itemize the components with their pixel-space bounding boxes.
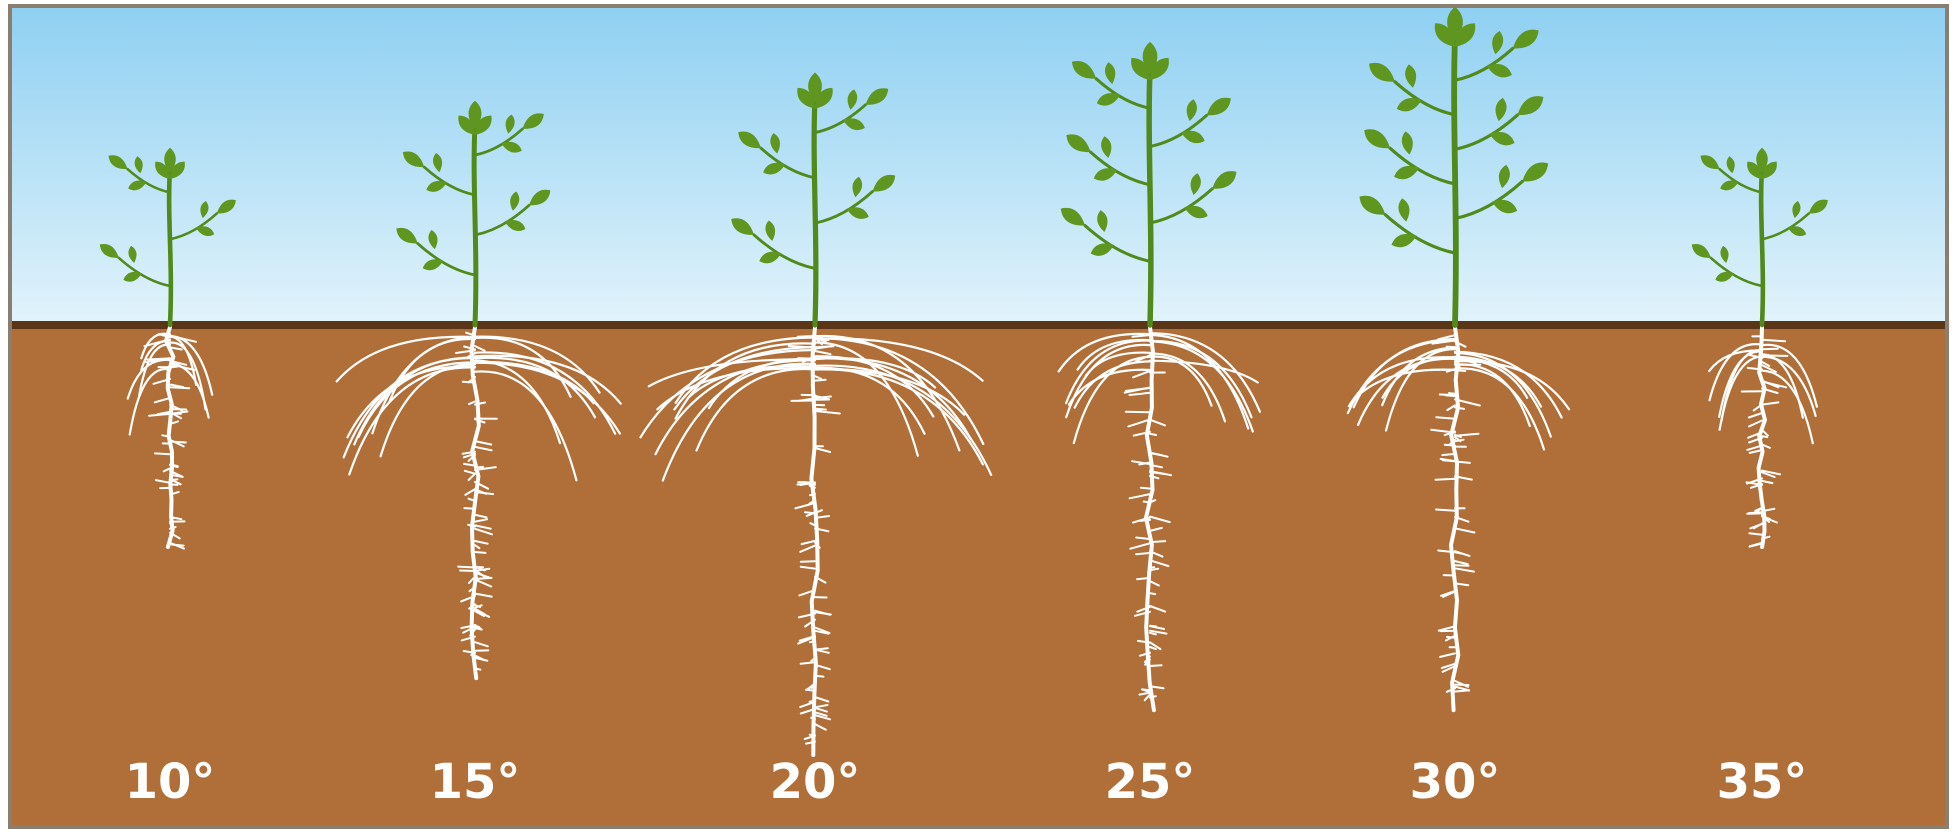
lateral-root xyxy=(815,346,833,347)
lateral-root xyxy=(458,567,475,568)
lateral-root xyxy=(1126,412,1150,413)
lateral-root xyxy=(1436,510,1455,511)
lateral-root xyxy=(1455,462,1470,463)
lateral-root xyxy=(1442,454,1455,455)
lateral-root xyxy=(475,668,480,669)
lateral-root xyxy=(1144,502,1150,503)
lateral-root xyxy=(1436,479,1456,480)
lateral-root xyxy=(475,467,483,468)
lateral-root xyxy=(810,735,815,736)
lateral-root xyxy=(1762,349,1778,350)
temperature-label-5: 30° xyxy=(1410,754,1501,810)
lateral-root xyxy=(1150,434,1156,435)
lateral-root xyxy=(1762,436,1767,437)
lateral-root xyxy=(1141,488,1150,489)
lateral-root xyxy=(170,484,177,485)
lateral-root xyxy=(170,479,177,480)
lateral-root xyxy=(815,409,826,410)
lateral-root xyxy=(170,367,177,368)
lateral-root xyxy=(1447,637,1455,638)
temperature-label-1: 10° xyxy=(125,754,216,810)
lateral-root xyxy=(1449,393,1455,394)
lateral-root xyxy=(1145,518,1150,519)
lateral-root xyxy=(811,718,815,719)
lateral-root xyxy=(1150,665,1162,666)
lateral-root xyxy=(810,700,816,701)
temperature-label-4: 25° xyxy=(1105,754,1196,810)
lateral-root xyxy=(460,571,475,572)
lateral-root xyxy=(170,387,189,388)
lateral-root xyxy=(801,561,815,562)
lateral-root xyxy=(155,453,170,454)
lateral-root xyxy=(805,512,815,513)
lateral-root xyxy=(1137,578,1150,579)
lateral-root xyxy=(475,552,486,553)
lateral-root xyxy=(1749,512,1762,513)
lateral-root xyxy=(815,676,824,677)
lateral-root xyxy=(815,380,826,381)
lateral-root xyxy=(1455,370,1465,371)
soil-background xyxy=(12,324,1945,825)
lateral-root xyxy=(1142,689,1150,690)
lateral-root xyxy=(1440,395,1455,396)
lateral-root xyxy=(1455,565,1469,566)
temperature-label-3: 20° xyxy=(770,754,861,810)
soil-surface-line xyxy=(12,321,1945,329)
lateral-root xyxy=(475,578,492,579)
temperature-label-6: 35° xyxy=(1717,754,1808,810)
lateral-root xyxy=(810,494,815,495)
lateral-root xyxy=(162,435,170,436)
lateral-root xyxy=(464,508,475,509)
lateral-root xyxy=(1136,553,1150,554)
sky-background xyxy=(12,8,1945,324)
lateral-root xyxy=(810,641,815,642)
lateral-root xyxy=(806,690,815,691)
lateral-root xyxy=(1150,593,1155,594)
lateral-root xyxy=(1150,541,1165,542)
temperature-label-2: 15° xyxy=(430,754,521,810)
